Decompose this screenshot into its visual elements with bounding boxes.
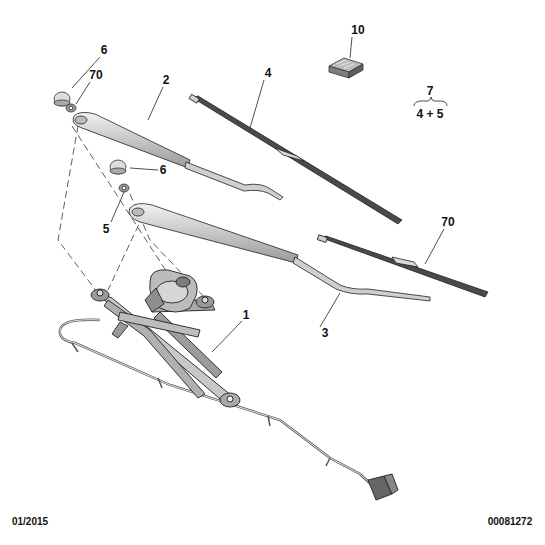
callout-number: 4 + 5 bbox=[416, 108, 443, 120]
footer-text: 00081272 bbox=[488, 517, 533, 527]
callout-number: 2 bbox=[163, 74, 170, 86]
footer-text: 01/2015 bbox=[12, 517, 48, 527]
callout-number: 10 bbox=[351, 24, 364, 36]
callout-number: 7 bbox=[427, 85, 434, 97]
callout-number: 70 bbox=[441, 216, 454, 228]
callout-number: 5 bbox=[103, 223, 110, 235]
callout-number: 70 bbox=[89, 69, 102, 81]
callout-number: 4 bbox=[265, 67, 272, 79]
callout-number: 6 bbox=[160, 164, 167, 176]
callout-number: 3 bbox=[322, 327, 329, 339]
callout-number: 1 bbox=[243, 309, 250, 321]
callout-number: 6 bbox=[101, 44, 108, 56]
